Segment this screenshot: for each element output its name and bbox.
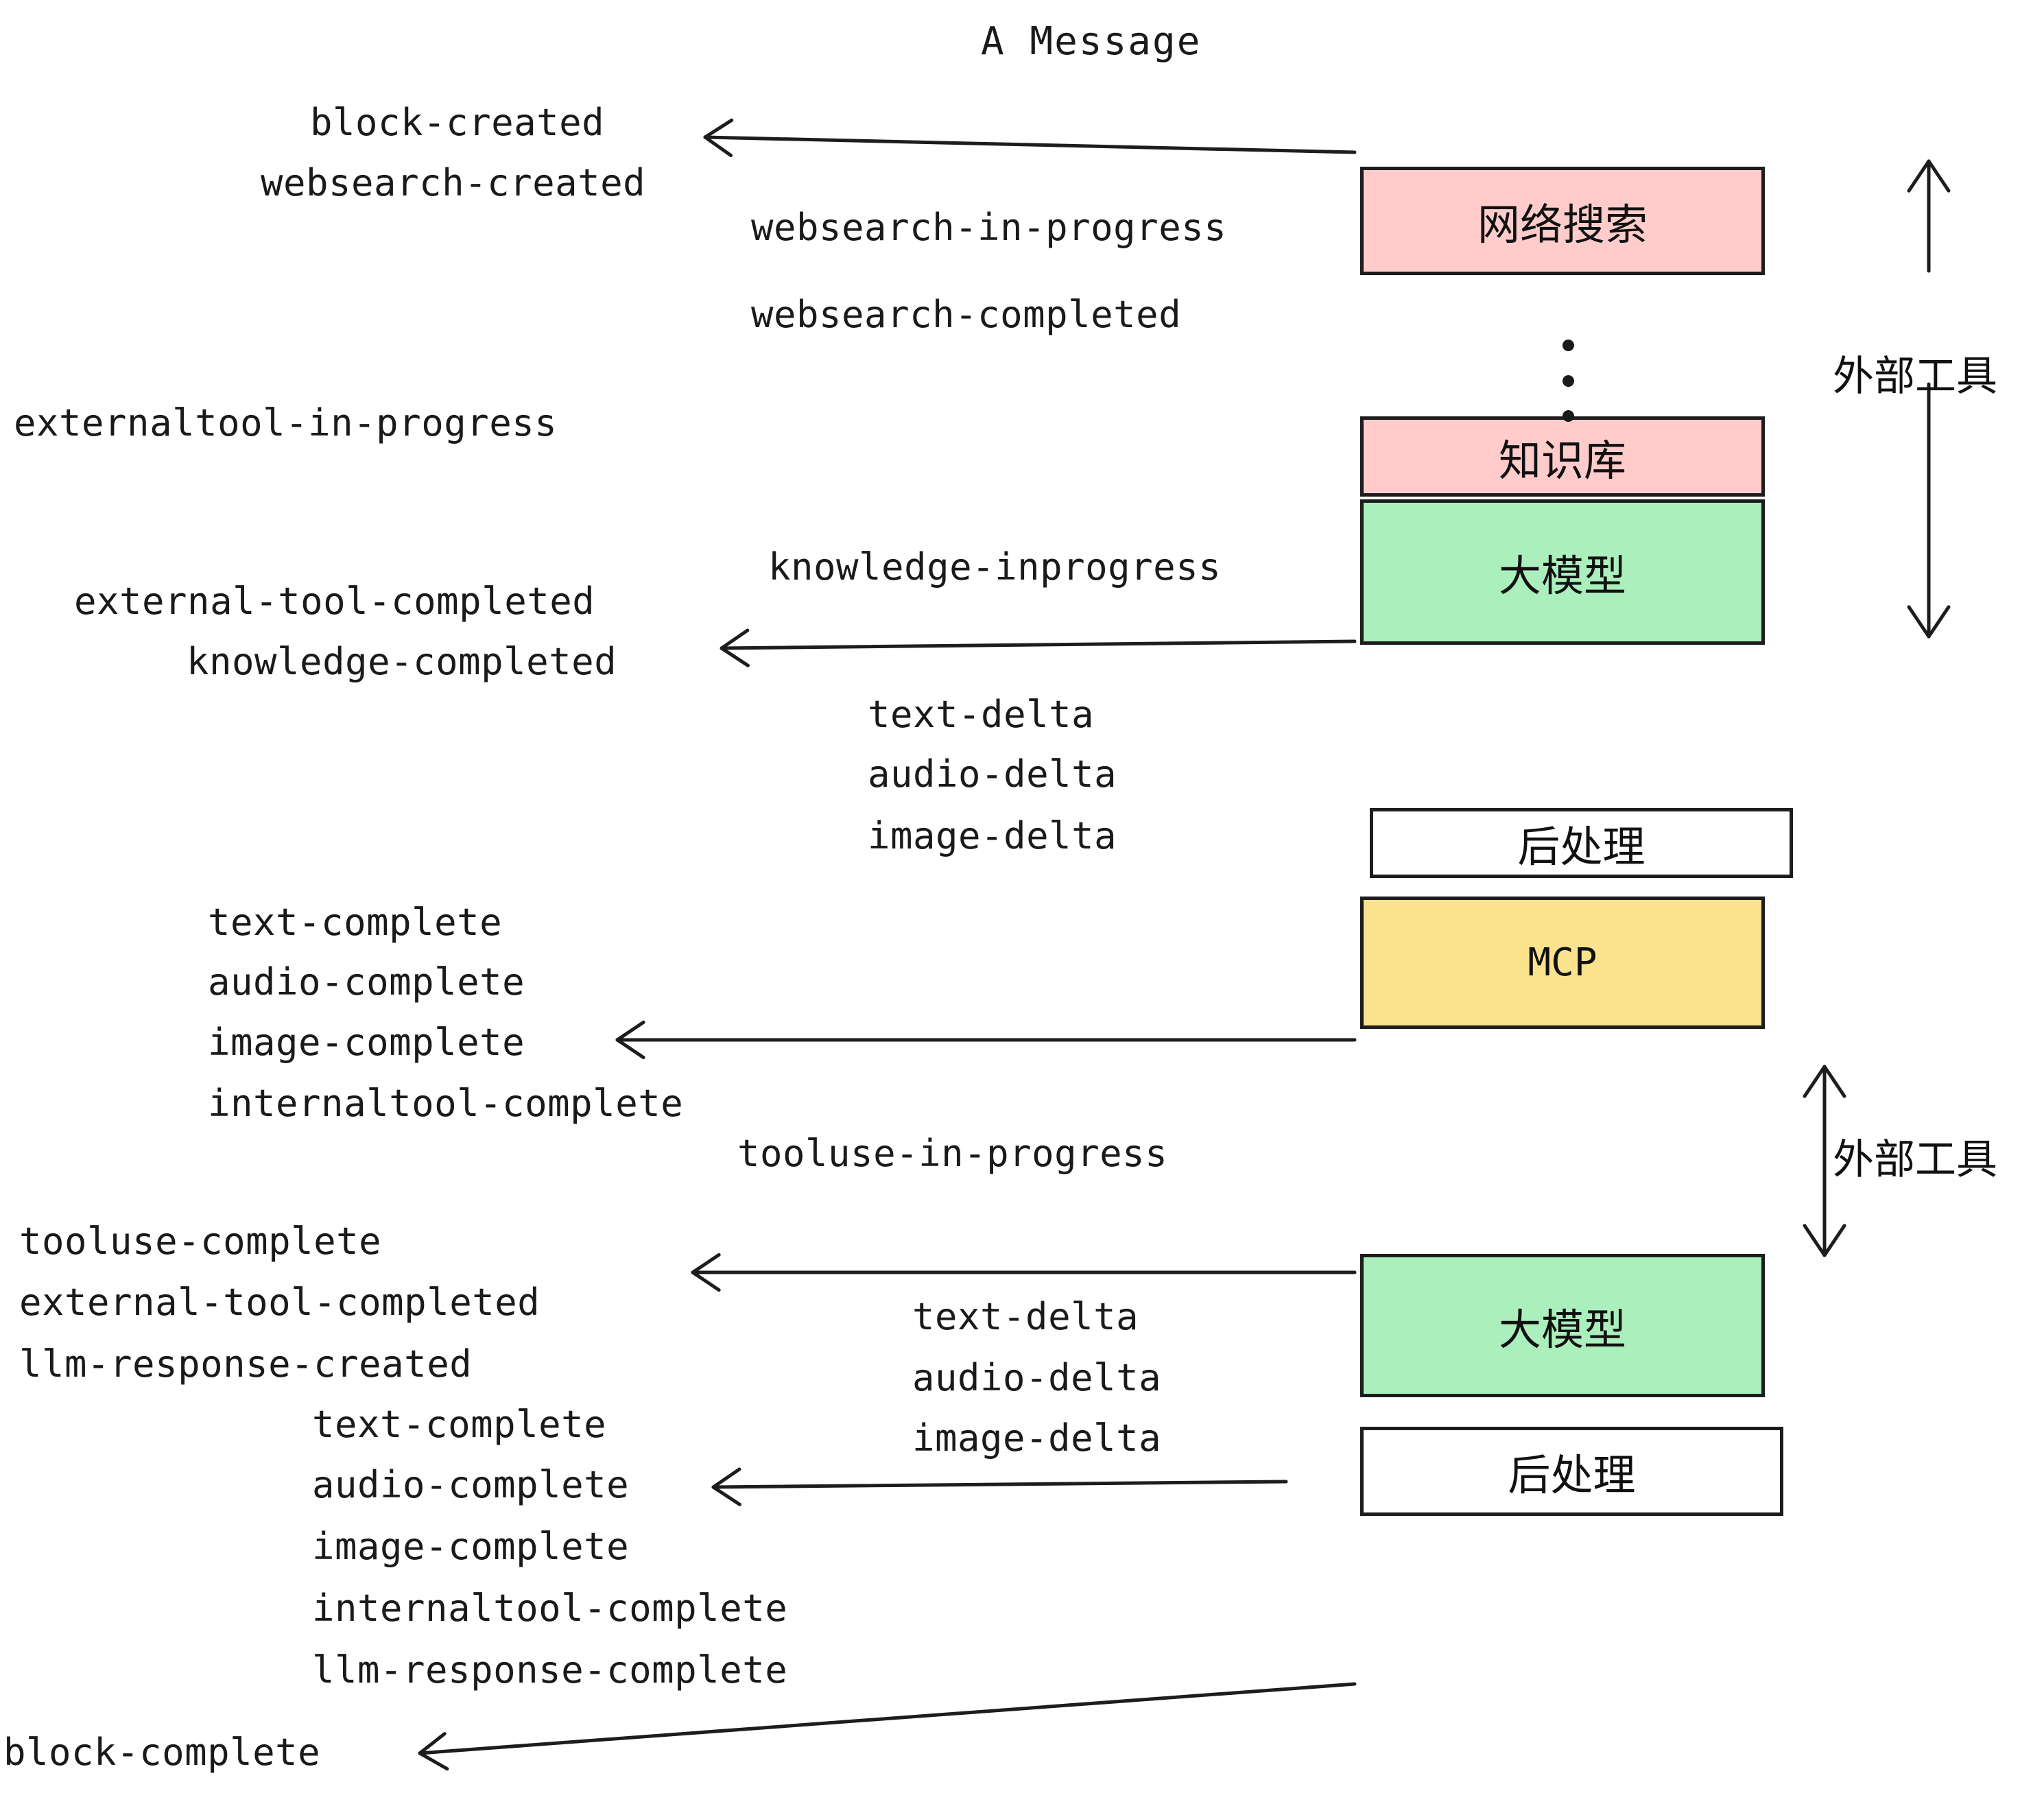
- node-label: 知识库: [1498, 435, 1626, 486]
- event-label-internaltool-complete-2: internaltool-complete: [312, 1587, 788, 1630]
- arrow-arrow-audio-complete-2: [711, 1467, 1288, 1506]
- event-label-audio-delta-1: audio-delta: [868, 752, 1117, 796]
- event-label-block-created: block-created: [310, 101, 605, 144]
- event-label-image-delta-2: image-delta: [912, 1416, 1162, 1460]
- side-label-external-tools-bottom: 外部工具: [1833, 1136, 1997, 1184]
- event-label-websearch-created: websearch-created: [261, 161, 646, 204]
- event-label-internaltool-complete-1: internaltool-complete: [208, 1082, 684, 1125]
- ellipsis-dot: [1562, 340, 1574, 351]
- node-label: 网络搜索: [1477, 200, 1648, 250]
- node-postprocess-2: 后处理: [1360, 1427, 1783, 1516]
- node-label: 大模型: [1498, 1304, 1626, 1355]
- event-label-image-complete-1: image-complete: [208, 1021, 525, 1064]
- page-title: A Message: [981, 19, 1202, 64]
- event-label-llm-response-complete: llm-response-complete: [312, 1648, 788, 1692]
- ellipsis-dot: [1562, 410, 1574, 422]
- node-postprocess-1: 后处理: [1370, 808, 1793, 878]
- event-label-image-complete-2: image-complete: [312, 1525, 630, 1568]
- side-label-external-tools-top: 外部工具: [1833, 353, 1997, 401]
- event-label-tooluse-in-progress: tooluse-in-progress: [737, 1132, 1168, 1175]
- arrow-external-tools-arrow-down-1: [1907, 382, 1951, 639]
- node-websearch: 网络搜索: [1360, 167, 1765, 275]
- event-label-block-complete: block-complete: [3, 1731, 321, 1774]
- node-label: 后处理: [1508, 1450, 1636, 1500]
- vertical-ellipsis: [1562, 340, 1574, 422]
- node-llm-1: 大模型: [1360, 499, 1765, 645]
- event-label-image-delta-1: image-delta: [868, 814, 1117, 857]
- event-label-external-tool-completed-1: external-tool-completed: [74, 580, 595, 623]
- event-label-knowledge-inprogress: knowledge-inprogress: [768, 545, 1222, 589]
- arrow-arrow-image-complete: [615, 1020, 1357, 1060]
- event-label-external-tool-completed-2: external-tool-completed: [19, 1281, 540, 1324]
- arrow-arrow-block-complete: [418, 1682, 1357, 1771]
- arrow-arrow-block-created: [703, 118, 1357, 158]
- node-mcp: MCP: [1360, 897, 1765, 1029]
- node-label: 后处理: [1517, 822, 1645, 872]
- event-label-audio-delta-2: audio-delta: [912, 1356, 1162, 1399]
- event-label-tooluse-complete: tooluse-complete: [19, 1220, 382, 1263]
- event-label-text-delta-2: text-delta: [912, 1295, 1139, 1338]
- event-label-websearch-completed: websearch-completed: [751, 293, 1182, 336]
- event-label-text-complete-1: text-complete: [208, 901, 503, 944]
- ellipsis-dot: [1562, 375, 1574, 387]
- node-label: MCP: [1528, 940, 1597, 985]
- arrow-external-tools-arrow-up-1: [1907, 159, 1951, 273]
- event-label-audio-complete-1: audio-complete: [208, 960, 525, 1004]
- event-label-websearch-in-progress: websearch-in-progress: [751, 206, 1227, 249]
- event-label-text-delta-1: text-delta: [868, 693, 1095, 736]
- arrow-arrow-knowledge: [720, 628, 1357, 667]
- event-label-externaltool-in-progress: externaltool-in-progress: [14, 401, 558, 444]
- node-label: 大模型: [1498, 551, 1626, 601]
- node-knowledge: 知识库: [1360, 416, 1765, 497]
- event-label-audio-complete-2: audio-complete: [312, 1463, 630, 1506]
- arrow-arrow-tooluse: [691, 1253, 1357, 1292]
- node-llm-2: 大模型: [1360, 1254, 1765, 1397]
- event-label-llm-response-created: llm-response-created: [19, 1342, 473, 1386]
- event-label-knowledge-completed: knowledge-completed: [187, 640, 617, 683]
- event-label-text-complete-2: text-complete: [312, 1403, 607, 1446]
